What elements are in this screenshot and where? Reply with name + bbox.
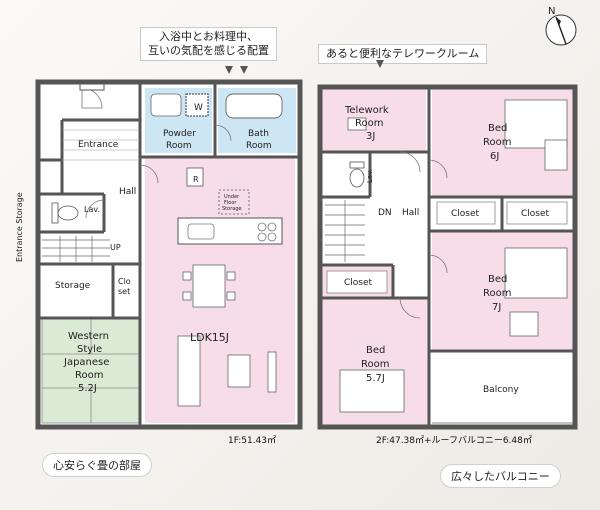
- callout-arrow-icon: [240, 66, 248, 74]
- door-arc-icon: [428, 254, 448, 274]
- label-telework-3: 3J: [366, 131, 375, 142]
- label-powder-b: Room: [166, 141, 192, 151]
- bed2-icon: [504, 247, 568, 299]
- fridge-icon: [186, 167, 204, 187]
- bed3-icon: [339, 369, 405, 413]
- door-arc-icon: [214, 124, 232, 142]
- label-lav-2f: Lav.: [366, 169, 374, 183]
- area-2f: 2F:47.38㎡+ルーフバルコニー6.48㎡: [376, 436, 532, 446]
- label-closet-2f-1: Closet: [451, 209, 480, 219]
- closet-2f-2-box: [506, 201, 568, 225]
- label-ldk: LDK15J: [190, 331, 229, 344]
- desk2-icon: [509, 311, 539, 337]
- door-arc-icon: [399, 151, 421, 173]
- sink-icon: [150, 93, 182, 117]
- entrance-door-frame: [79, 83, 105, 91]
- toilet-icon: [51, 202, 79, 224]
- label-bed3-3: 5.7J: [366, 373, 385, 384]
- tv-icon: [267, 351, 277, 393]
- label-bed1-2: Room: [483, 137, 511, 148]
- sofa-icon: [177, 335, 201, 407]
- stove-icon: [257, 222, 277, 242]
- floor-1f: Entrance Storage Entrance Hall Lav. UP S…: [15, 79, 303, 430]
- callout-bath-kitchen-line2: 互いの気配を感じる配置: [148, 44, 269, 57]
- stairs-1f: [42, 236, 110, 262]
- floor-2f-inner-walls: [320, 87, 575, 427]
- bathtub-icon: [225, 93, 283, 119]
- label-telework-1: Telework: [344, 105, 389, 116]
- closet-2f-3-box: [326, 270, 388, 294]
- callout-arrow-icon: [376, 60, 384, 68]
- label-japanese-5: 5.2J: [78, 383, 97, 394]
- toilet-2f-icon: [349, 161, 365, 188]
- label-hall-1f: Hall: [119, 187, 136, 197]
- washer-icon: [185, 93, 209, 117]
- label-bath-b: Room: [246, 141, 272, 151]
- label-bed3-1: Bed: [366, 345, 385, 356]
- label-lav-1f: Lav.: [84, 205, 100, 214]
- kitchen-sink-icon: [187, 223, 215, 240]
- label-washer: W: [194, 103, 203, 113]
- door-arc-icon: [399, 297, 421, 319]
- label-entrance: Entrance: [78, 140, 119, 150]
- label-japanese-4: Room: [75, 370, 103, 381]
- label-japanese-2: Style: [77, 344, 102, 355]
- closet-2f-1-box: [436, 201, 496, 225]
- label-japanese-1: Western: [68, 331, 109, 342]
- compass-icon: N: [545, 6, 577, 46]
- label-japanese-3: Japanese: [63, 357, 109, 368]
- desk1-icon: [544, 139, 568, 171]
- telework-desk-icon: [347, 117, 367, 131]
- underfloor-storage-outline: [218, 189, 250, 215]
- telework-fill: [322, 89, 426, 151]
- label-entrance-storage: Entrance Storage: [15, 192, 24, 262]
- label-bed2-1: Bed: [488, 274, 507, 285]
- label-up: UP: [110, 243, 121, 252]
- label-bed1-3: 6J: [490, 151, 499, 162]
- dining-set-icon: [182, 264, 236, 308]
- label-bed3-2: Room: [361, 359, 389, 370]
- label-bed2-2: Room: [483, 288, 511, 299]
- door-arc-icon: [428, 159, 448, 179]
- area-1f: 1F:51.43㎡: [228, 436, 277, 446]
- callout-balcony: 広々したバルコニー: [440, 464, 561, 488]
- label-storage: Storage: [55, 281, 91, 291]
- label-bath-a: Bath: [248, 129, 269, 139]
- label-bed2-3: 7J: [492, 302, 501, 313]
- callout-telework: あると便利なテレワークルーム: [318, 44, 488, 64]
- label-underfloor-a: Under: [224, 194, 240, 200]
- label-balcony: Balcony: [483, 385, 519, 395]
- label-hall-2f: Hall: [402, 208, 419, 218]
- door-arc-icon: [139, 164, 159, 184]
- label-powder-a: Powder: [163, 129, 196, 139]
- compass-letter: N: [548, 6, 555, 17]
- callout-bath-kitchen-line1: 入浴中とお料理中、: [159, 30, 258, 43]
- callout-bath-kitchen: 入浴中とお料理中、 互いの気配を感じる配置: [140, 27, 277, 61]
- label-closet-2f-3: Closet: [344, 278, 373, 288]
- label-closet-2f-2: Closet: [521, 209, 550, 219]
- floor-2f-outer-wall: [317, 84, 578, 430]
- label-bed1-1: Bed: [488, 123, 507, 134]
- coffee-table-icon: [227, 354, 251, 388]
- stairs-2f: [325, 200, 365, 262]
- entrance-tiles: [62, 129, 140, 161]
- door-arc-icon: [85, 199, 105, 219]
- floor-2f: Telework Room 3J Bed Room 6J Lav. DN Hal…: [317, 84, 578, 430]
- label-underfloor-b: Floor: [224, 200, 237, 206]
- label-underfloor-c: Storage: [222, 206, 242, 212]
- floor-1f-inner-walls: [38, 82, 300, 427]
- label-telework-2: Room: [355, 118, 383, 129]
- callout-arrow-icon: [225, 66, 233, 74]
- callout-tatami-room: 心安らぐ畳の部屋: [42, 453, 152, 477]
- label-closet-1f-a: Clo: [118, 277, 131, 286]
- label-closet-1f-b: set: [118, 287, 130, 296]
- floor-1f-outer-wall: [35, 79, 303, 430]
- label-dn: DN: [378, 208, 392, 218]
- label-fridge: R: [193, 175, 199, 184]
